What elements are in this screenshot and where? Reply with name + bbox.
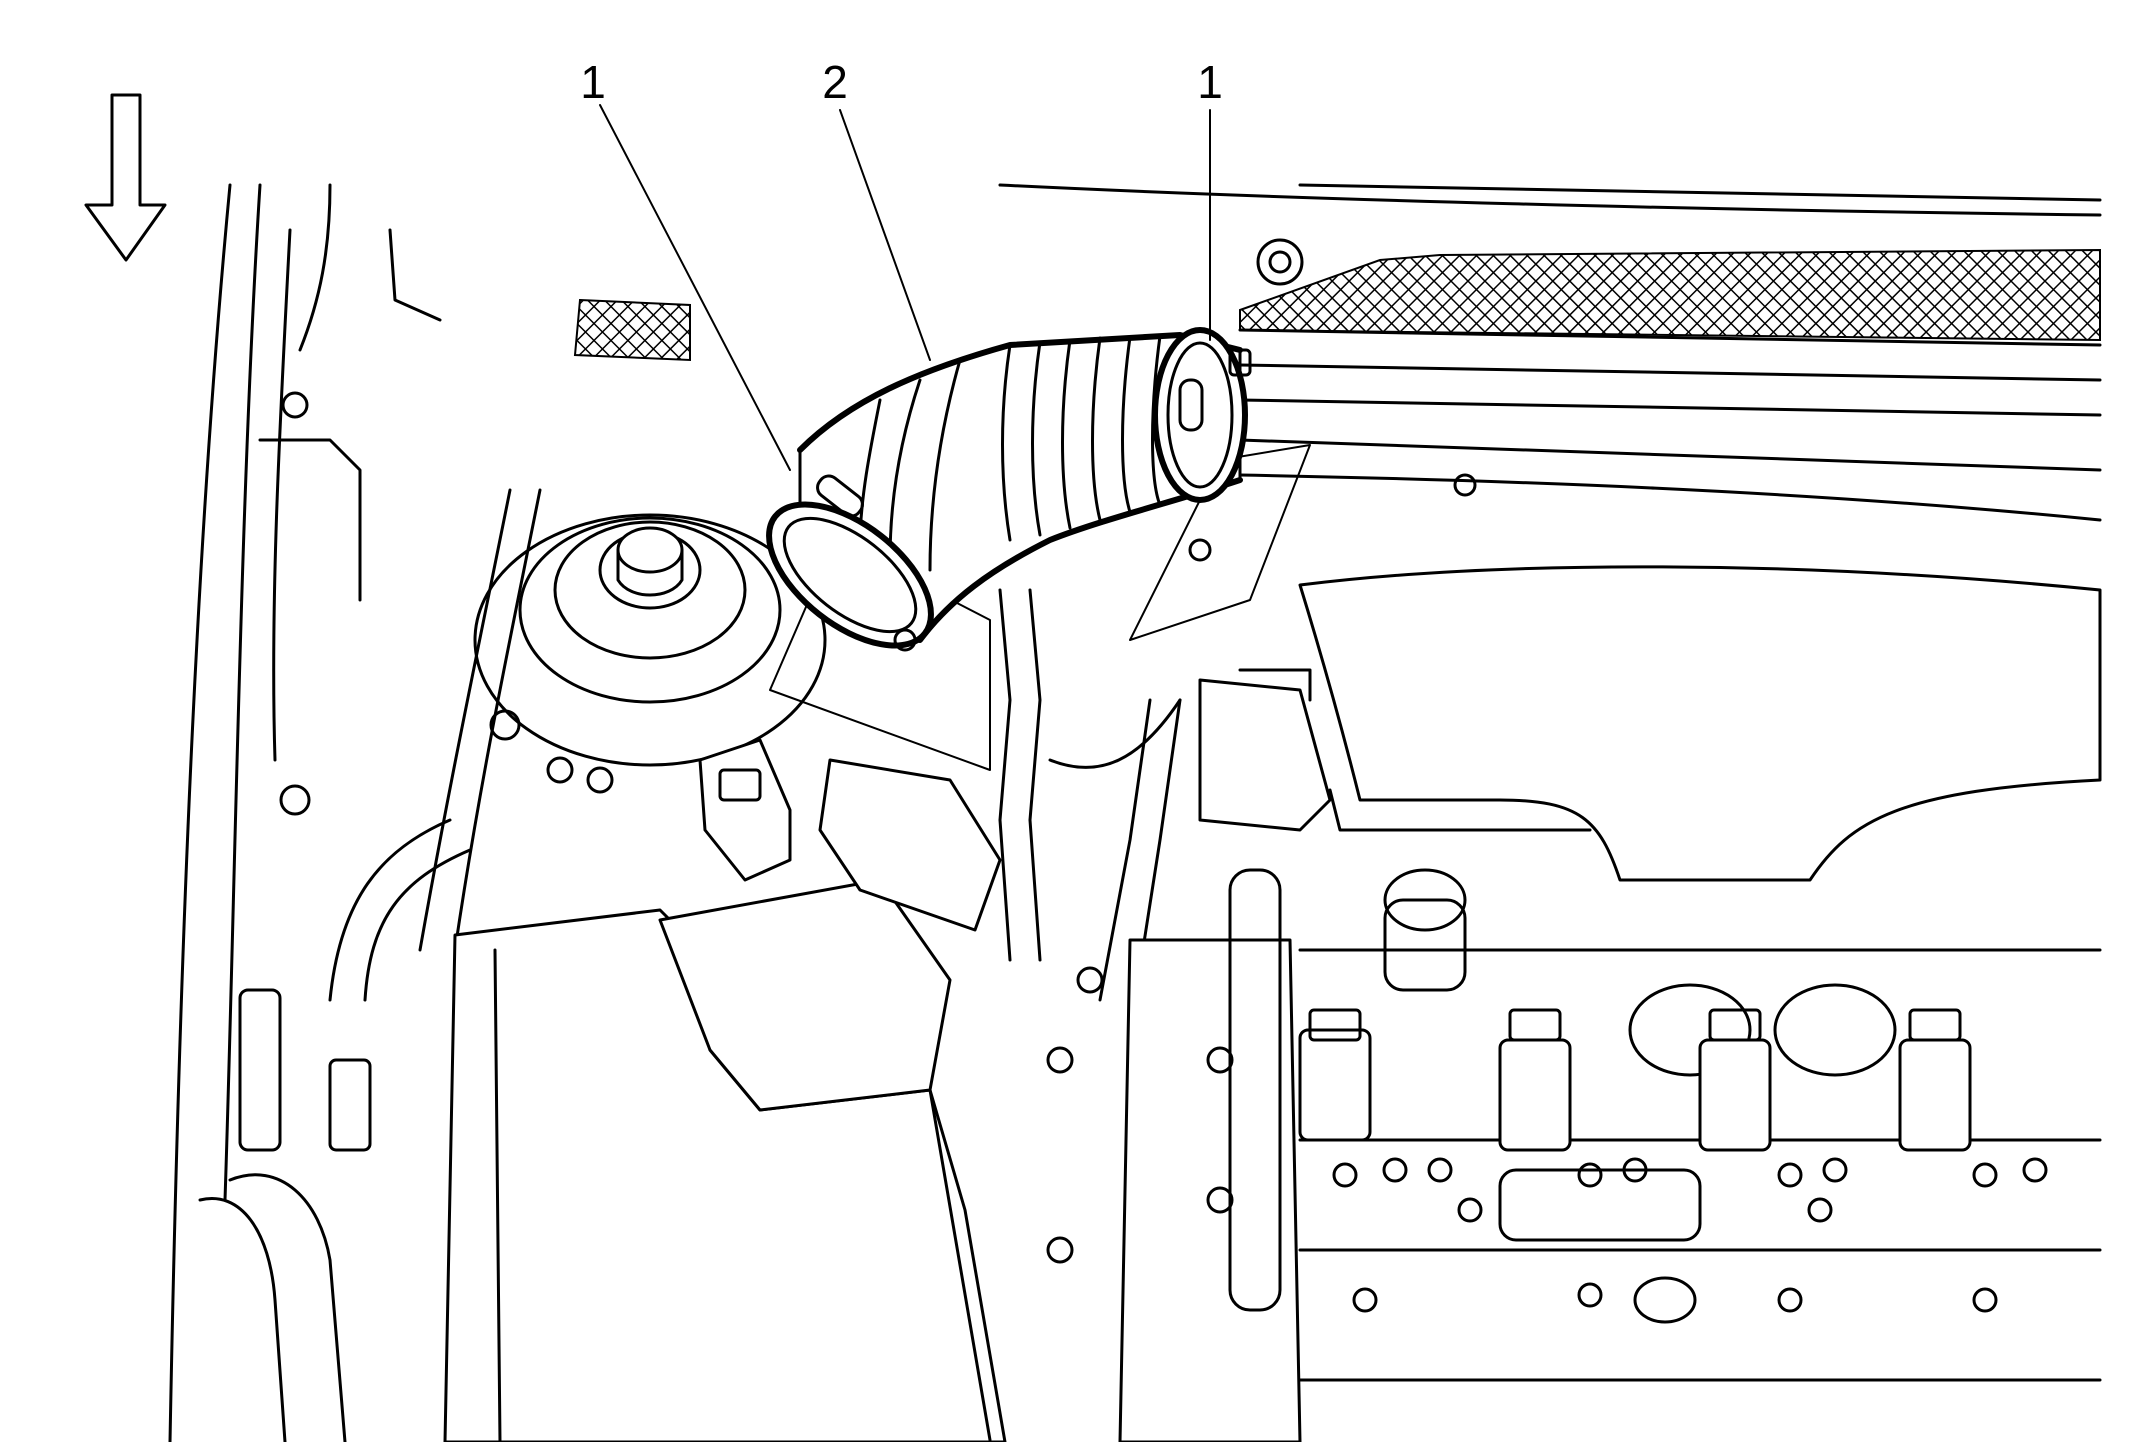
leader-hose: [839, 109, 931, 361]
left-vent-hose: [328, 488, 542, 1002]
cowl-screen-mesh: [573, 248, 2101, 362]
ignition-coil-1: [1298, 1008, 1372, 1142]
hose-clamp-right: [1152, 327, 1252, 562]
intake-manifold: [1046, 868, 1302, 1442]
left-fender: [168, 183, 442, 1442]
mass-air-flow-connector: [698, 738, 792, 882]
throttle-body: [1198, 668, 1332, 832]
leader-clamp-left: [599, 104, 791, 471]
engine-cover: [1298, 565, 2102, 882]
callout-clamp-left: 1: [580, 56, 606, 108]
ignition-coil-3: [1698, 1008, 1772, 1152]
callout-leaders: [599, 104, 1211, 471]
callout-clamp-right: 1: [1197, 56, 1223, 108]
valve-cover-bolts: [1332, 1157, 2048, 1313]
valve-cover: [1298, 868, 2102, 1382]
hose-clamp-left: [766, 474, 934, 652]
down-arrow-icon: [84, 93, 167, 262]
air-cleaner-housing: [443, 758, 1007, 1442]
ignition-coil-4: [1898, 1008, 1972, 1152]
callout-hose: 2: [822, 56, 848, 108]
strut-tower: [473, 513, 827, 794]
ignition-coils: [1298, 1008, 1972, 1152]
ignition-coil-2: [1498, 1008, 1572, 1152]
